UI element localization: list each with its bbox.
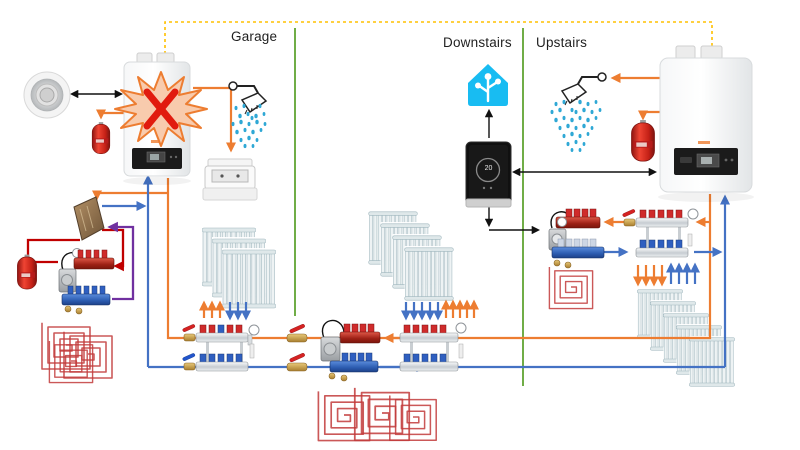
zone-label-garage: Garage — [231, 29, 278, 44]
upstairs-radiator-flow-arrows — [632, 262, 701, 287]
plate-heat-exchanger — [73, 196, 105, 241]
utility-sink-icon — [202, 158, 258, 201]
expansion-vessel-right — [631, 120, 655, 162]
flue-terminal-icon — [23, 71, 71, 119]
water-drops-right — [550, 99, 602, 152]
zone-label-downstairs: Downstairs — [443, 35, 512, 50]
zone-label-upstairs: Upstairs — [536, 35, 588, 50]
thermostat-display-value: 20 — [484, 165, 493, 172]
thermostat — [465, 141, 512, 208]
right-boiler — [658, 45, 754, 202]
shower-right-icon — [550, 72, 607, 152]
downstairs-radiator-flow-arrows — [400, 299, 480, 321]
hallway-ufh-manifold — [320, 319, 381, 382]
isolation-valves — [286, 324, 308, 372]
shower-left-icon — [228, 81, 268, 149]
control-signal-lines — [69, 89, 658, 235]
downstairs-radiator-manifold — [399, 322, 467, 372]
boiler-fault-starburst-icon — [114, 71, 208, 147]
hallway-ufh-coil — [317, 386, 437, 442]
upstairs-radiator-manifold — [622, 208, 699, 258]
garage-ufh-manifold — [58, 248, 115, 315]
expansion-vessel-left-top — [91, 121, 111, 155]
flue-line-dashed — [164, 21, 713, 60]
upstairs-ufh-coil — [548, 266, 594, 310]
expansion-vessel-garage — [16, 254, 38, 290]
upstairs-ufh-manifold — [548, 208, 605, 269]
garage-radiators — [202, 226, 276, 310]
downstairs-radiators — [368, 210, 454, 302]
garage-radiator-flow-arrows — [198, 300, 252, 321]
return-purple-pipe — [107, 221, 135, 301]
water-drops-left — [231, 103, 267, 149]
garage-ufh-coil — [41, 322, 113, 384]
home-assistant-logo-icon — [468, 64, 508, 106]
garage-radiator-manifold — [182, 324, 260, 372]
